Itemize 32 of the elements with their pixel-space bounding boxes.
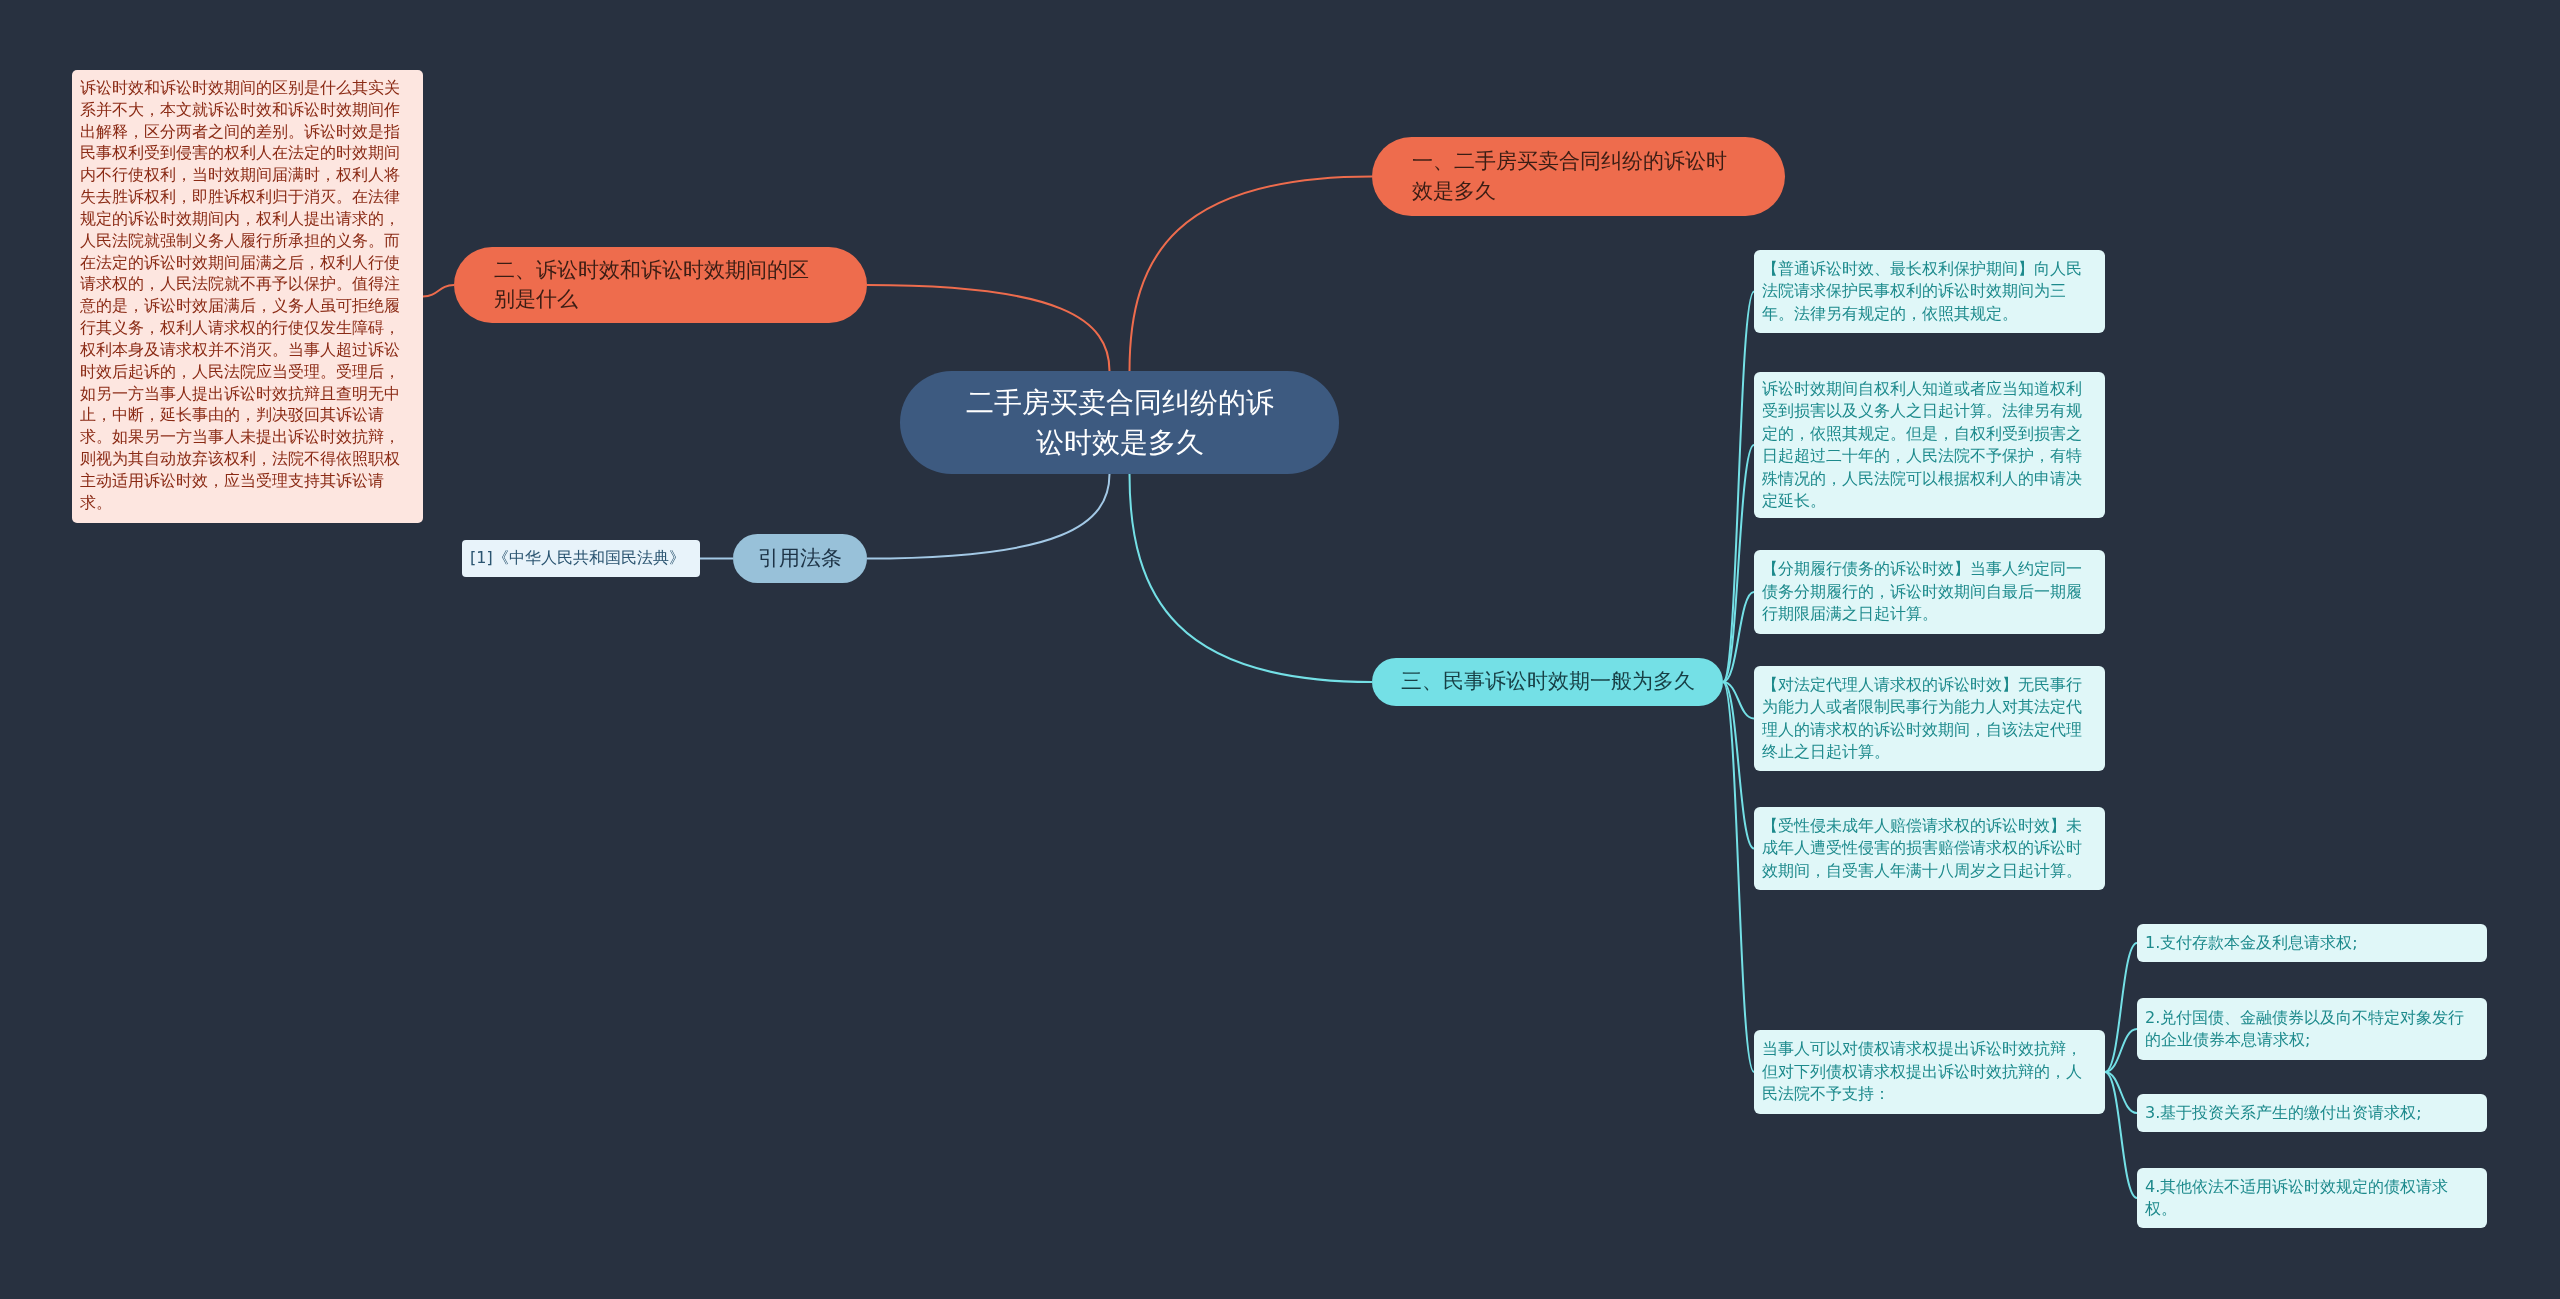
topic-box: 三、民事诉讼时效期一般为多久 <box>1372 658 1723 706</box>
connector <box>1722 681 1755 1073</box>
connector <box>422 284 455 298</box>
topic-box: 二、诉讼时效和诉讼时效期间的区别是什么 <box>454 247 867 323</box>
leaf-box: 【受性侵未成年人赔偿请求权的诉讼时效】未成年人遭受性侵害的损害赔偿请求权的诉讼时效期间，自受害人年满十八周岁之日起计算。 <box>1754 807 2105 890</box>
connector <box>1722 681 1755 850</box>
connector <box>1128 473 1373 683</box>
reference-box: [1]《中华人民共和国民法典》 <box>462 540 700 577</box>
connector <box>866 284 1111 372</box>
leaf-box: 【普通诉讼时效、最长权利保护期间】向人民法院请求保护民事权利的诉讼时效期间为三年。法律另有规定的，依照其规定。 <box>1754 250 2105 333</box>
leaf-box: 2.兑付国债、金融债券以及向不特定对象发行的企业债券本息请求权; <box>2137 998 2487 1060</box>
leaf-box: 诉讼时效期间自权利人知道或者应当知道权利受到损害以及义务人之日起计算。法律另有规定的，依照其规定。但是，自权利受到损害之日起超过二十年的，人民法院不予保护，有特殊情况的，人民法院可以根据权利人的申请决定延长。 <box>1754 372 2105 519</box>
leaf-box: 【对法定代理人请求权的诉讼时效】无民事行为能力人或者限制民事行为能力人对其法定代理人的请求权的诉讼时效期间，自该法定代理终止之日起计算。 <box>1754 666 2105 771</box>
leaf-box: 【分期履行债务的诉讼时效】当事人约定同一债务分期履行的，诉讼时效期间自最后一期履行期限届满之日起计算。 <box>1754 550 2105 634</box>
connector <box>2104 1071 2138 1199</box>
leaf-box: 1.支付存款本金及利息请求权; <box>2137 924 2487 962</box>
connector <box>1722 290 1755 683</box>
connector <box>1722 591 1755 683</box>
connector <box>1128 175 1373 372</box>
connector <box>1722 681 1755 720</box>
topic-box: 一、二手房买卖合同纠纷的诉讼时效是多久 <box>1372 137 1785 216</box>
connector <box>1722 444 1755 683</box>
connector <box>699 557 734 560</box>
connector <box>2104 942 2138 1073</box>
connector <box>866 473 1111 560</box>
central-topic: 二手房买卖合同纠纷的诉讼时效是多久 <box>900 371 1339 474</box>
leaf-box: 3.基于投资关系产生的缴付出资请求权; <box>2137 1094 2487 1132</box>
connector <box>2104 1071 2138 1114</box>
topic-box: 引用法条 <box>733 534 867 583</box>
note-box: 诉讼时效和诉讼时效期间的区别是什么其实关系并不大，本文就诉讼时效和诉讼时效期间作出解释，区分两者之间的差别。诉讼时效是指民事权利受到侵害的权利人在法定的时效期间内不行使权利，当时效期间届满时，权利人将失去胜诉权利，即胜诉权利归于消灭。在法律规定的诉讼时效期间内，权利人提出请求的，人民法院就强制义务人履行所承担的义务。而在法定的诉讼时效期间届满之后，权利人行使请求权的，人民法院就不再予以保护。值得注意的是，诉讼时效届满后，义务人虽可拒绝履行其义务，权利人请求权的行使仅发生障碍，权利本身及请求权并不消灭。当事人超过诉讼时效后起诉的，人民法院应当受理。受理后，如另一方当事人提出诉讼时效抗辩且查明无中止，中断，延长事由的，判决驳回其诉讼请求。如果另一方当事人未提出诉讼时效抗辩，则视为其自动放弃该权利，法院不得依照职权主动适用诉讼时效，应当受理支持其诉讼请求。 <box>72 70 423 523</box>
leaf-box: 4.其他依法不适用诉讼时效规定的债权请求权。 <box>2137 1168 2487 1228</box>
leaf-box: 当事人可以对债权请求权提出诉讼时效抗辩，但对下列债权请求权提出诉讼时效抗辩的，人民法院不予支持： <box>1754 1030 2105 1114</box>
